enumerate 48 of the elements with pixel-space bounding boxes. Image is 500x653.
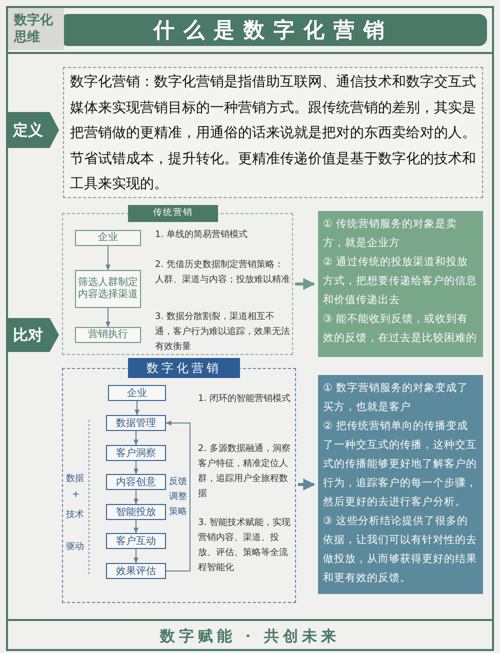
process-box: 智能投放 bbox=[106, 504, 166, 520]
process-box: 客户洞察 bbox=[106, 445, 166, 461]
arrow bbox=[134, 490, 138, 505]
arrow bbox=[298, 478, 316, 490]
section-tag: 比对 bbox=[7, 318, 59, 352]
diagram-panel bbox=[62, 205, 293, 355]
arrow bbox=[134, 430, 138, 446]
process-box: 数据管理 bbox=[106, 415, 166, 431]
note-text: ① 传统营销服务的对象是卖方，就是企业方 bbox=[323, 217, 458, 251]
process-box: 企业 bbox=[75, 230, 141, 246]
footer-slogan: 数字赋能 · 共创未来 bbox=[158, 627, 341, 647]
note-text: ② 通过传统的投放渠道和投放方式，把想要传递给客户的信息和价值传递出去 bbox=[323, 255, 478, 308]
side-label: 驱动 bbox=[66, 540, 84, 553]
list-item: 3. 智能技术赋能，实现营销内容、渠道、投放、评估、策略等全流程智能化 bbox=[198, 516, 291, 575]
list-item: 3. 数据分散割裂，渠道相互不通，客户行为难以追踪，效果无法有效衡量 bbox=[155, 310, 291, 354]
side-label: 技术 bbox=[66, 508, 84, 521]
process-box: 客户互动 bbox=[106, 533, 166, 549]
process-box: 内容创意 bbox=[106, 474, 166, 490]
section-tag: 定义 bbox=[7, 112, 59, 148]
definition-box: 数字化营销：数字化营销是指借助互联网、通信技术和数字交互式媒体来实现营销目标的一种营销方式。跟传统营销的差别，其实是把营销做的更精准，用通俗的话来说就是把对的东西卖给对的人。节省试错成本，提升转化。更精准传递价值是基于数字化的技术和工具来实现的。 bbox=[63, 67, 483, 198]
list-item: 2. 凭借历史数据制定营销策略：人群、渠道与内容；投放难以精准 bbox=[155, 258, 291, 287]
list-item: 2. 多源数据融通，洞察客户特征，精准定位人群，追踪用户全旅程数据 bbox=[198, 442, 291, 501]
note-text: ② 把传统营销单向的传播变成了一种交互式的传播，这种交互式的传播能够更好地了解客户的行为，追踪客户的每一个步骤，然后更好的去进行客户分析。 bbox=[323, 419, 478, 510]
list-item: 1. 单线的简易营销模式 bbox=[155, 228, 248, 242]
list-item: 1. 闭环的智能营销模式 bbox=[198, 392, 291, 406]
arrow bbox=[134, 520, 138, 534]
process-box: 筛选人群制定内容选择渠道 bbox=[75, 270, 141, 308]
arrow bbox=[106, 308, 110, 328]
panel-heading: 传统营销 bbox=[128, 205, 218, 222]
process-box: 企业 bbox=[108, 385, 166, 401]
process-box: 营销执行 bbox=[75, 327, 141, 343]
arrow bbox=[134, 400, 140, 416]
arrow bbox=[295, 278, 316, 290]
diagram-panel bbox=[62, 358, 296, 603]
side-label: 数据 bbox=[66, 472, 84, 485]
note-box bbox=[318, 211, 483, 357]
note-text: ③ 这些分析结论提供了很多的依据，让我们可以有针对性的去做投放，从而够获得更好的结果和更有效的反馈。 bbox=[323, 514, 478, 586]
side-label: + bbox=[72, 490, 80, 500]
corner-tag: 数字化思维 bbox=[8, 8, 64, 50]
note-text: ① 数字营销服务的对象变成了买方，也就是客户 bbox=[323, 381, 469, 415]
process-box: 效果评估 bbox=[106, 563, 166, 579]
arrow bbox=[134, 460, 138, 475]
note-text: ③ 能不能收到反馈，或收到有效的反馈，在过去是比较困难的 bbox=[323, 312, 478, 346]
arrow bbox=[165, 420, 190, 572]
note-box bbox=[318, 375, 483, 594]
arrow bbox=[106, 246, 110, 271]
panel-heading: 数字化营销 bbox=[128, 358, 240, 378]
arrow bbox=[134, 548, 138, 564]
